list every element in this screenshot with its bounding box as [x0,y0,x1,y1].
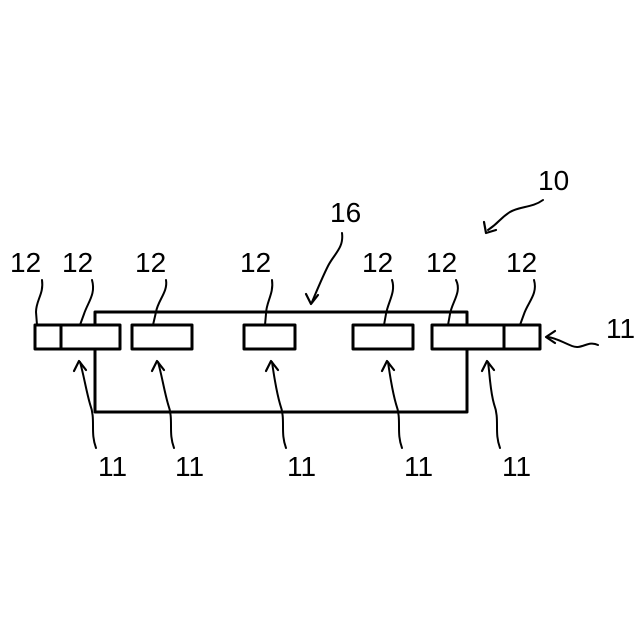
leader-terminal-12-d [265,280,272,325]
leader-board-16 [312,233,342,302]
leader-terminal-12-f [448,280,458,325]
label-component-11-d: 11 [404,451,433,482]
component-terminal-left-outer [35,325,61,349]
arrowhead-board-16 [306,294,318,304]
leader-component-11-d [388,362,402,448]
leader-assembly-10 [488,200,543,230]
label-terminal-12-g: 12 [506,247,537,278]
label-component-11-a: 11 [98,451,127,482]
label-terminal-12-b: 12 [62,247,93,278]
label-terminal-12-e: 12 [362,247,393,278]
component-body-3 [244,325,295,349]
label-assembly-10: 10 [538,165,569,196]
leader-terminal-12-b [80,280,93,325]
arrowhead-component-11-a [74,361,86,371]
label-terminal-12-f: 12 [426,247,457,278]
leader-component-11-e [488,362,500,448]
leader-terminal-12-e [384,280,393,325]
leader-terminal-12-g [520,280,535,325]
label-component-11-e: 11 [502,451,531,482]
component-body-left [61,325,120,349]
leader-terminal-12-c [153,280,166,325]
label-component-11-right: 11 [606,313,635,344]
leader-component-11-right [548,337,598,347]
label-board-16: 16 [330,197,361,228]
label-component-11-b: 11 [175,451,204,482]
component-body-4 [353,325,413,349]
label-terminal-12-d: 12 [240,247,271,278]
component-body-2 [132,325,192,349]
leader-terminal-12-a [36,280,42,325]
leader-component-11-c [272,362,286,448]
leader-component-11-b [158,362,174,448]
label-terminal-12-c: 12 [135,247,166,278]
label-component-11-c: 11 [287,451,316,482]
arrowhead-component-11-b [152,361,164,371]
component-terminal-right-outer [504,325,540,349]
label-terminal-12-a: 12 [10,247,41,278]
component-body-right [432,325,504,349]
